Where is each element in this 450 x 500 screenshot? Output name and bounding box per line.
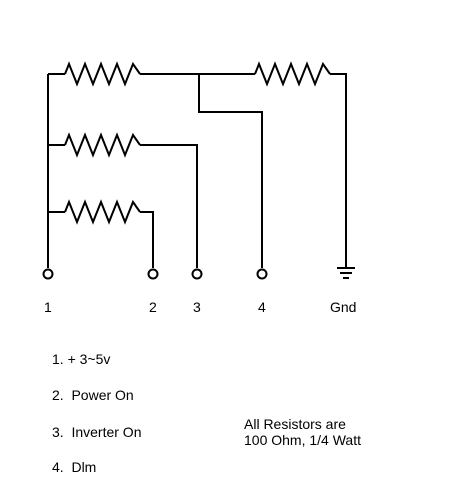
pin4-wire	[198, 74, 263, 268]
pin-label-3: 3	[193, 299, 201, 315]
ground-symbol	[337, 267, 355, 279]
terminal-4	[256, 268, 268, 280]
resistor-r2	[64, 132, 141, 158]
terminal-1	[42, 268, 54, 280]
resistor-r1	[64, 61, 141, 87]
pin-label-4: 4	[258, 299, 266, 315]
pin-label-1: 1	[44, 299, 52, 315]
legend-item-4: 4. Dlm	[52, 459, 97, 475]
legend-item-2: 2. Power On	[52, 387, 134, 403]
resistor-note-line2: 100 Ohm, 1/4 Watt	[244, 432, 361, 448]
terminal-3	[191, 268, 203, 280]
legend-item-3: 3. Inverter On	[52, 424, 142, 440]
gnd-wire	[330, 73, 347, 268]
terminal-2	[147, 268, 159, 280]
pin3-wire	[140, 144, 198, 268]
resistor-r3	[64, 199, 141, 225]
resistor-note-line1: All Resistors are	[244, 416, 346, 432]
pin-label-gnd: Gnd	[330, 299, 357, 315]
pin2-wire	[140, 211, 154, 268]
resistor-r4	[254, 61, 331, 87]
legend-item-1: 1. + 3~5v	[52, 351, 111, 367]
pin-label-2: 2	[149, 299, 157, 315]
